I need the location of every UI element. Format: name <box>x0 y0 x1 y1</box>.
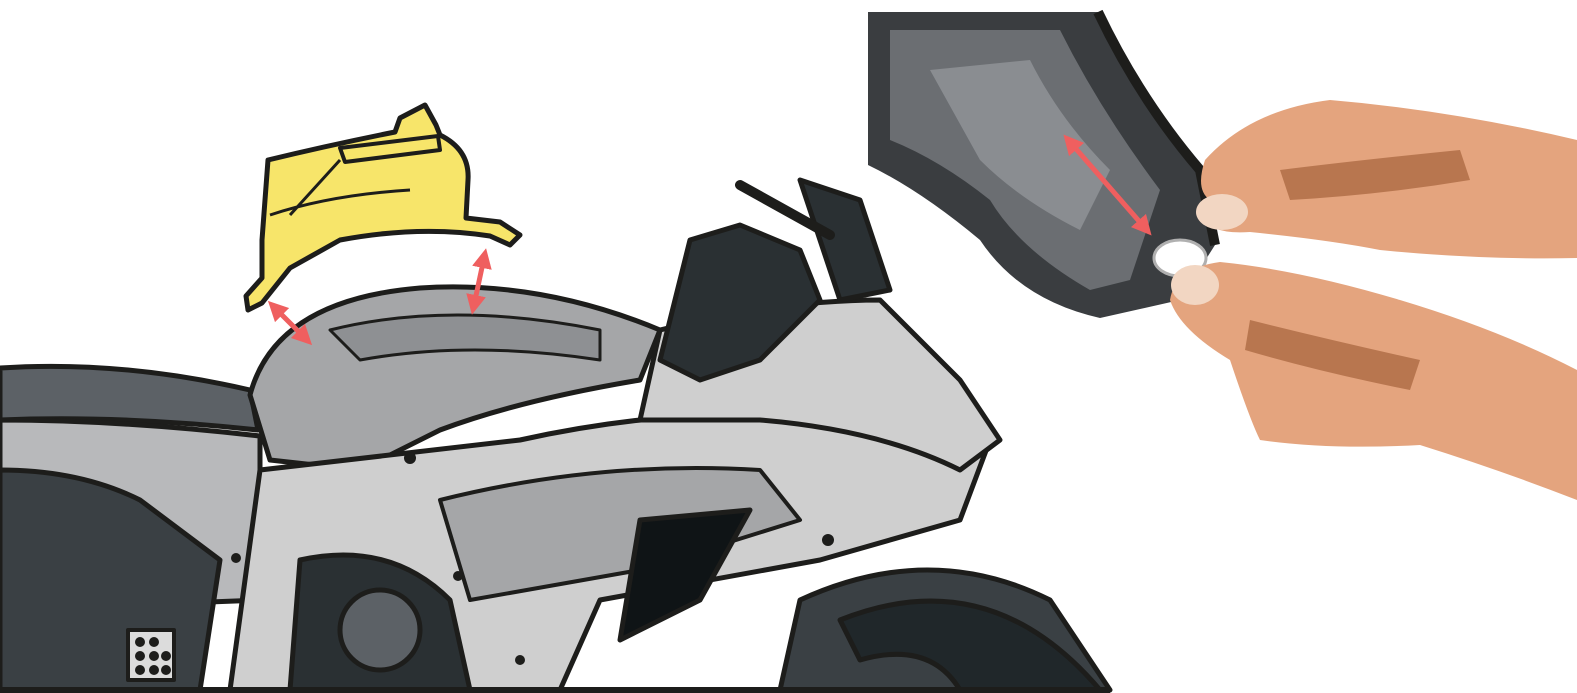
lower-thumb <box>1171 265 1219 305</box>
engine-cover <box>340 590 420 670</box>
tank-pad-detail <box>868 12 1215 318</box>
upper-thumb <box>1196 194 1248 230</box>
hands <box>1170 100 1577 500</box>
motorcycle <box>0 180 1110 690</box>
